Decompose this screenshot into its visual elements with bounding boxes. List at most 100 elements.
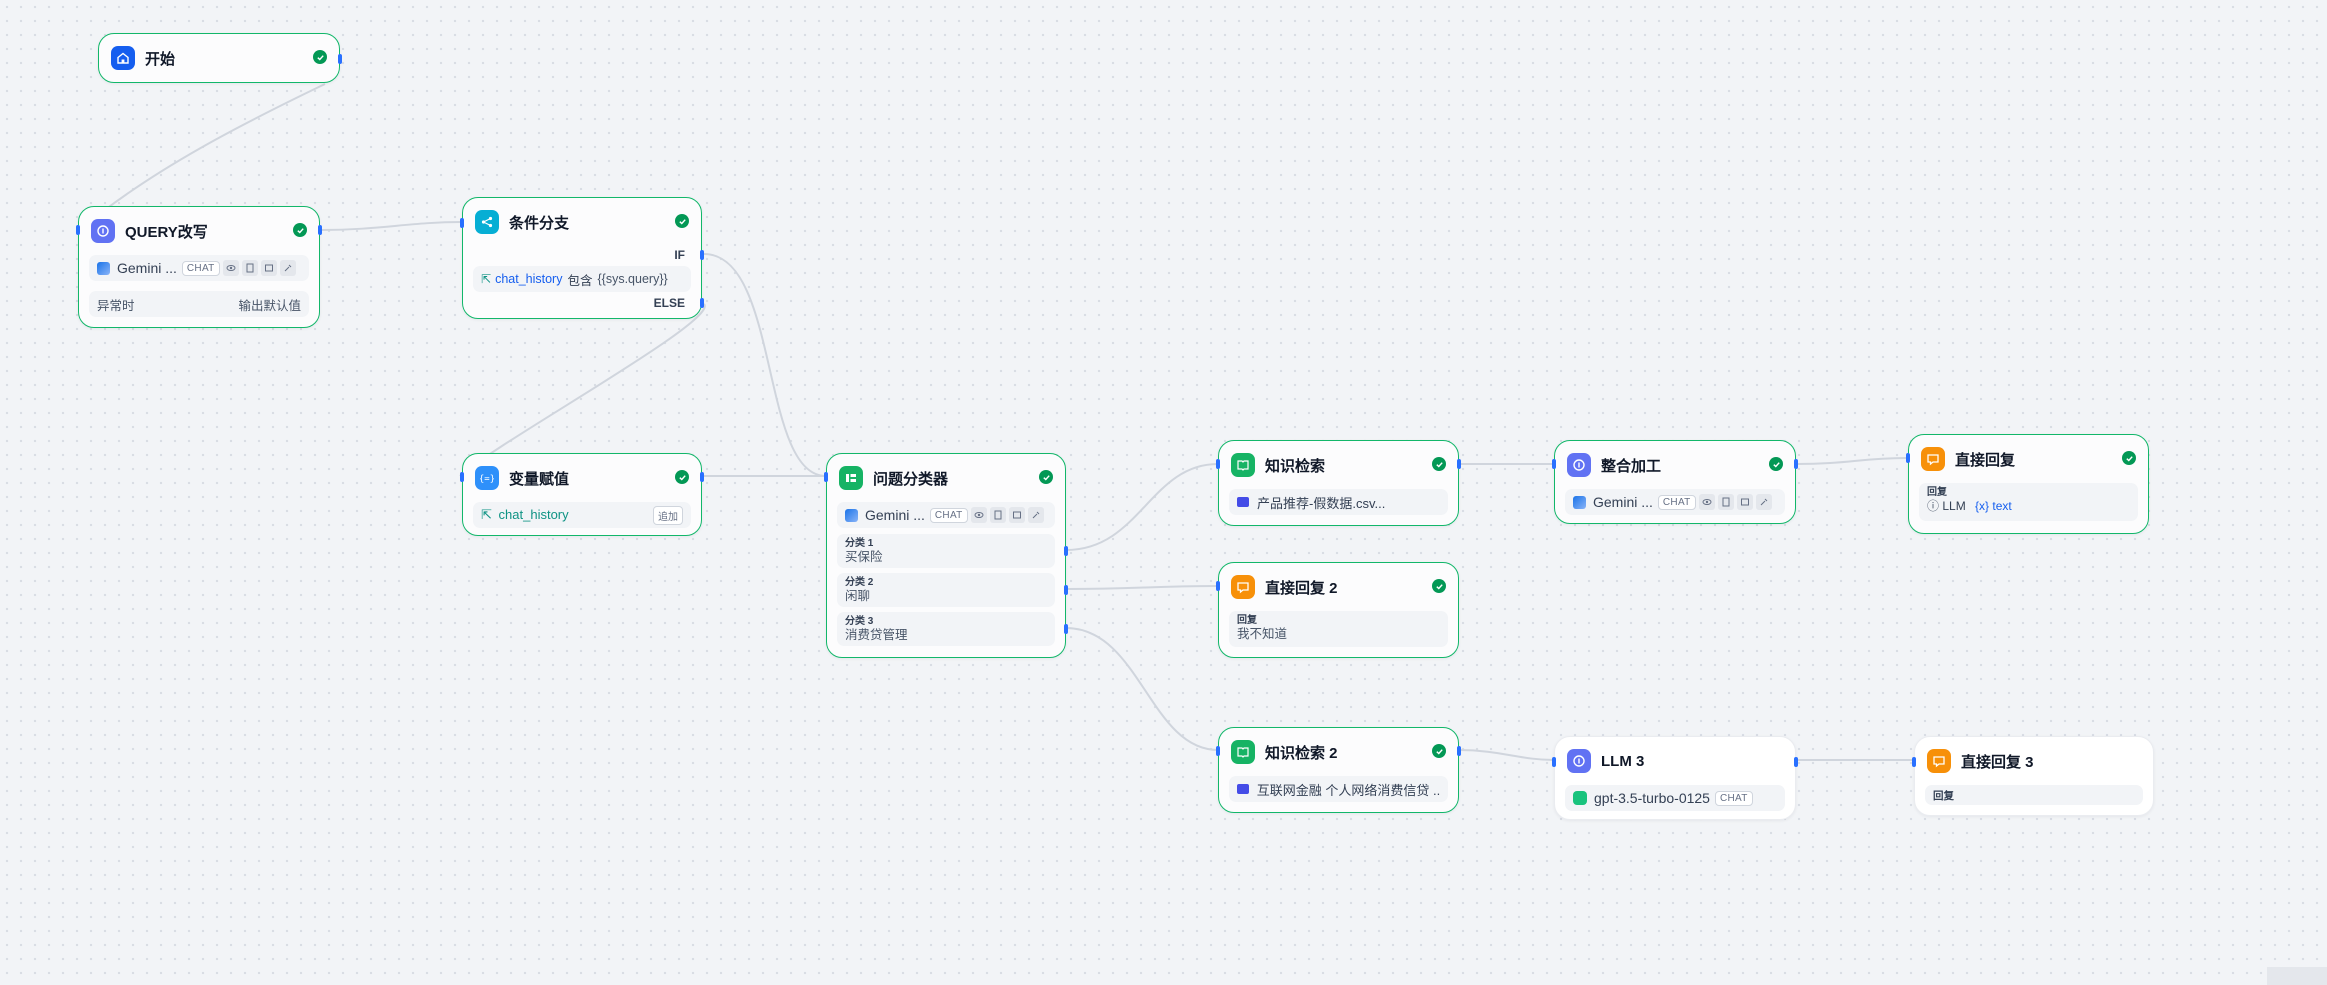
- folder-icon: [1237, 784, 1249, 794]
- edge-query-to-condition: [321, 221, 463, 231]
- input-handle[interactable]: [1552, 459, 1556, 469]
- model-selector[interactable]: Gemini ... CHAT: [1565, 489, 1785, 515]
- class-2-handle[interactable]: [1064, 585, 1068, 595]
- folder-icon: [1237, 497, 1249, 507]
- tool-icon: [1755, 494, 1772, 510]
- answer-label: 回复: [1237, 615, 1257, 626]
- gemini-logo-icon: [97, 261, 110, 275]
- output-handle[interactable]: [700, 472, 704, 482]
- model-selector[interactable]: Gemini ... CHAT: [89, 255, 309, 281]
- tool-icon: [1027, 507, 1044, 523]
- error-value: 输出默认值: [238, 298, 301, 313]
- edge-condition-if-to-classifier: [703, 253, 827, 477]
- knowledge-icon: [1231, 740, 1255, 764]
- class-item[interactable]: 分类 1 买保险: [837, 534, 1055, 568]
- canvas-corner: [2267, 967, 2327, 985]
- class-item[interactable]: 分类 3 消费贷管理: [837, 612, 1055, 646]
- input-handle[interactable]: [1216, 746, 1220, 756]
- dataset-name: 互联网金融 个人网络消费信贷 ...: [1256, 782, 1440, 798]
- output-handle[interactable]: [1794, 459, 1798, 469]
- output-handle[interactable]: [338, 54, 342, 64]
- node-question-classifier[interactable]: 问题分类器 Gemini ... CHAT 分类 1 买保险 分类 2 闲聊 分…: [824, 453, 1068, 658]
- source-node: LLM: [1942, 499, 1966, 513]
- check-icon: [2122, 451, 2136, 465]
- node-title: 直接回复: [1955, 451, 2016, 469]
- node-llm-3[interactable]: LLM 3 gpt-3.5-turbo-0125 CHAT: [1552, 736, 1798, 820]
- node-variable-assign[interactable]: {=} 变量赋值 ⇱ chat_history 追加: [460, 453, 704, 536]
- condition-value: {{sys.query}}: [597, 272, 668, 286]
- node-title: 知识检索: [1265, 457, 1326, 475]
- input-handle[interactable]: [1216, 459, 1220, 469]
- input-handle[interactable]: [1552, 757, 1556, 767]
- class-key: 分类 2: [845, 577, 874, 588]
- node-integrate[interactable]: 整合加工 Gemini ... CHAT: [1552, 440, 1798, 524]
- dataset-item[interactable]: 互联网金融 个人网络消费信贷 ...: [1229, 776, 1448, 802]
- llm-icon: [91, 219, 115, 243]
- class-3-handle[interactable]: [1064, 624, 1068, 634]
- vision-icon: [1698, 494, 1715, 510]
- variable-icon: ⇱: [481, 272, 492, 286]
- node-title: QUERY改写: [125, 223, 208, 241]
- edge-integrate-to-answer1: [1795, 457, 1909, 465]
- openai-logo-icon: [1573, 791, 1587, 805]
- input-handle[interactable]: [76, 225, 80, 235]
- class-item[interactable]: 分类 2 闲聊: [837, 573, 1055, 607]
- node-knowledge-retrieval-2[interactable]: 知识检索 2 互联网金融 个人网络消费信贷 ...: [1216, 727, 1461, 813]
- answer-variable: {x} text: [1975, 499, 2012, 513]
- output-handle[interactable]: [1457, 459, 1461, 469]
- node-query-rewrite[interactable]: QUERY改写 Gemini ... CHAT 异常时 输出默认值: [76, 206, 322, 328]
- model-selector[interactable]: Gemini ... CHAT: [837, 502, 1055, 528]
- else-handle[interactable]: [700, 298, 704, 308]
- condition-variable: chat_history: [495, 272, 563, 286]
- llm-icon: [1567, 453, 1591, 477]
- input-handle[interactable]: [1216, 581, 1220, 591]
- output-handle[interactable]: [318, 225, 322, 235]
- edge-condition-else-to-assign: [459, 303, 706, 477]
- node-answer[interactable]: 直接回复 回复 ⓘ LLM {x} text: [1906, 434, 2149, 534]
- check-icon: [1769, 457, 1783, 471]
- else-label: ELSE: [653, 296, 685, 310]
- variable-icon: {=}: [475, 466, 499, 490]
- branch-icon: [475, 210, 499, 234]
- check-icon: [675, 214, 689, 228]
- model-mode-tag: CHAT: [181, 260, 220, 276]
- condition-row[interactable]: ⇱ chat_history 包含 {{sys.query}}: [473, 266, 691, 292]
- node-answer-2[interactable]: 直接回复 2 回复 我不知道: [1216, 562, 1459, 658]
- variable-icon: ⇱: [481, 507, 492, 522]
- error-label: 异常时: [97, 298, 135, 313]
- node-title: 问题分类器: [873, 470, 949, 488]
- class-key: 分类 3: [845, 616, 874, 627]
- class-1-handle[interactable]: [1064, 546, 1068, 556]
- node-title: 直接回复 2: [1265, 579, 1338, 597]
- home-icon: [111, 46, 135, 70]
- node-answer-3[interactable]: 直接回复 3 回复: [1912, 736, 2154, 816]
- input-handle[interactable]: [460, 218, 464, 228]
- model-selector[interactable]: gpt-3.5-turbo-0125 CHAT: [1565, 785, 1785, 811]
- node-title: 直接回复 3: [1961, 753, 2034, 771]
- dataset-item[interactable]: 产品推荐-假数据.csv...: [1229, 489, 1448, 515]
- check-icon: [1039, 470, 1053, 484]
- model-mode-tag: CHAT: [1714, 790, 1753, 806]
- input-handle[interactable]: [460, 472, 464, 482]
- output-handle[interactable]: [1794, 757, 1798, 767]
- input-handle[interactable]: [824, 472, 828, 482]
- edge-class1-to-knowledge1: [1065, 463, 1219, 551]
- node-condition[interactable]: 条件分支 IF ⇱ chat_history 包含 {{sys.query}} …: [460, 197, 704, 319]
- input-handle[interactable]: [1912, 757, 1916, 767]
- output-handle[interactable]: [1457, 746, 1461, 756]
- if-handle[interactable]: [700, 250, 704, 260]
- gemini-logo-icon: [1573, 495, 1586, 509]
- edge-knowledge2-to-llm3: [1458, 749, 1555, 761]
- vision-icon: [970, 507, 987, 523]
- check-icon: [1432, 457, 1446, 471]
- class-value: 闲聊: [845, 589, 871, 603]
- assign-row[interactable]: ⇱ chat_history 追加: [473, 502, 691, 528]
- error-strategy[interactable]: 异常时 输出默认值: [89, 291, 309, 317]
- node-start[interactable]: 开始: [98, 33, 342, 83]
- condition-operator: 包含: [567, 273, 593, 288]
- input-handle[interactable]: [1906, 453, 1910, 463]
- node-title: LLM 3: [1601, 752, 1645, 770]
- answer-label: 回复: [1927, 487, 1947, 498]
- node-knowledge-retrieval[interactable]: 知识检索 产品推荐-假数据.csv...: [1216, 440, 1461, 526]
- check-icon: [675, 470, 689, 484]
